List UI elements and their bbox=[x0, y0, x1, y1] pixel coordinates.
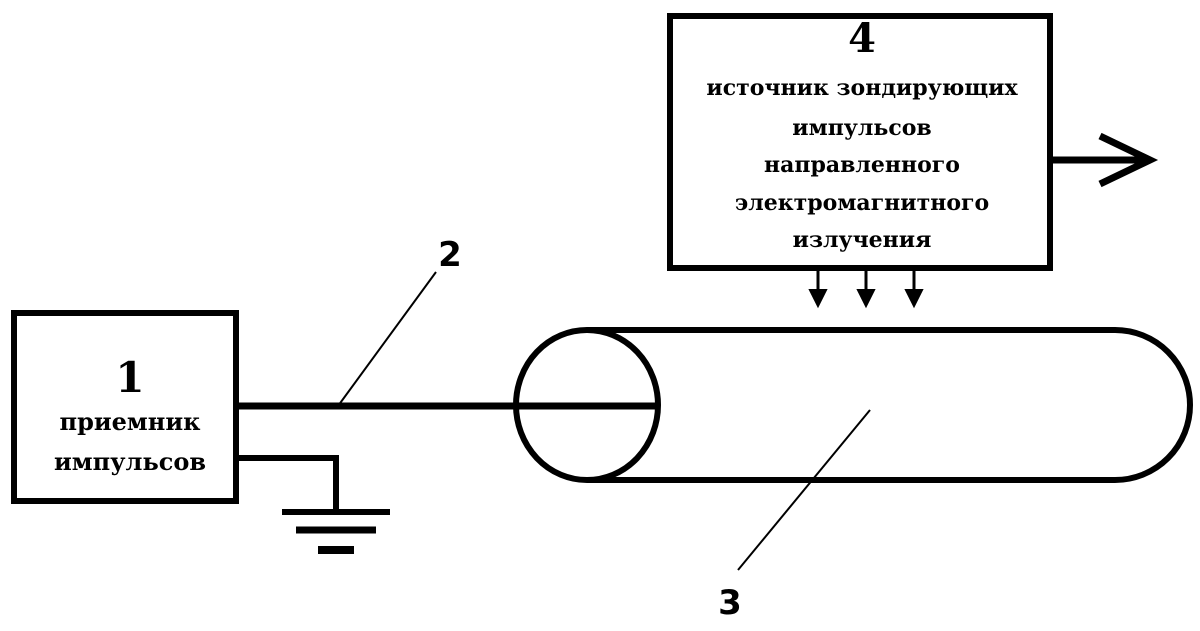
pipe-number: 3 bbox=[718, 583, 742, 623]
source-label-line-1: источник зондирующих bbox=[706, 75, 1018, 101]
source-block: 4 источник зондирующих импульсов направл… bbox=[667, 13, 1053, 271]
emission-arrows bbox=[808, 268, 924, 309]
pipe-cylinder bbox=[513, 327, 1193, 483]
source-label-line-5: излучения bbox=[793, 227, 932, 253]
receiver-block: 1 приемник импульсов bbox=[11, 310, 239, 504]
emission-arrow-icon bbox=[808, 268, 828, 309]
emission-arrow-icon bbox=[856, 268, 876, 309]
pipe-leader-line bbox=[737, 409, 871, 571]
source-label-line-3: направленного bbox=[764, 152, 960, 178]
receiver-number: 1 bbox=[115, 353, 144, 402]
emission-arrow-icon bbox=[904, 268, 924, 309]
receiver-label-line-2: импульсов bbox=[54, 447, 206, 476]
source-number: 4 bbox=[848, 15, 876, 62]
source-box bbox=[667, 13, 1053, 271]
wire-leader-line bbox=[337, 271, 437, 407]
source-label-line-2: импульсов bbox=[792, 115, 931, 141]
wire-number: 2 bbox=[438, 235, 462, 275]
output-arrow-icon bbox=[1050, 132, 1159, 188]
ground-symbol bbox=[236, 455, 390, 554]
receiver-label-line-1: приемник bbox=[60, 407, 202, 436]
source-label-line-4: электромагнитного bbox=[735, 190, 989, 216]
